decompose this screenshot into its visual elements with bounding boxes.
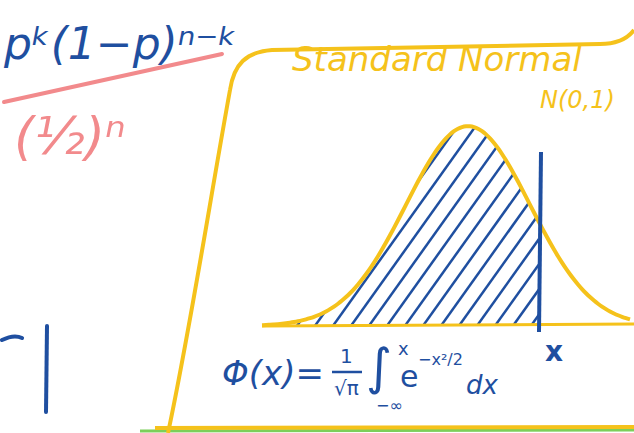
- panel-title: Standard Normal: [292, 42, 582, 76]
- formula-part: 1: [340, 346, 353, 366]
- shaded-area: [240, 120, 634, 330]
- formula-part: Φ(x)=: [222, 356, 324, 390]
- bracket-mark: [46, 326, 47, 412]
- formula-part: x: [545, 338, 563, 366]
- formula-part: ∫: [366, 342, 392, 392]
- normal-panel: Standard NormalN(0,1) xΦ(x)= 1 √π ∫ x −∞ e−x²/2…: [150, 20, 634, 433]
- fraction-bar: [332, 371, 362, 374]
- cutoff-line: [539, 152, 541, 332]
- bracket-mark: [2, 336, 22, 340]
- axis-line: [262, 324, 634, 326]
- formula-part: e: [400, 362, 418, 392]
- formula-part: √π: [334, 378, 359, 398]
- formula-part: −x²/2: [418, 352, 463, 368]
- formula-note: (½)ⁿ: [14, 110, 126, 162]
- formula-part: x: [398, 340, 409, 358]
- panel-border: [155, 427, 634, 428]
- formula-note: pᵏ(1−p)ⁿ⁻ᵏ: [4, 22, 237, 66]
- formula-part: dx: [466, 372, 498, 398]
- green-edge: [140, 430, 634, 431]
- panel-title: N(0,1): [540, 88, 615, 112]
- bell-curve: [262, 126, 630, 325]
- panel-border: [168, 30, 634, 433]
- formula-part: −∞: [376, 398, 403, 414]
